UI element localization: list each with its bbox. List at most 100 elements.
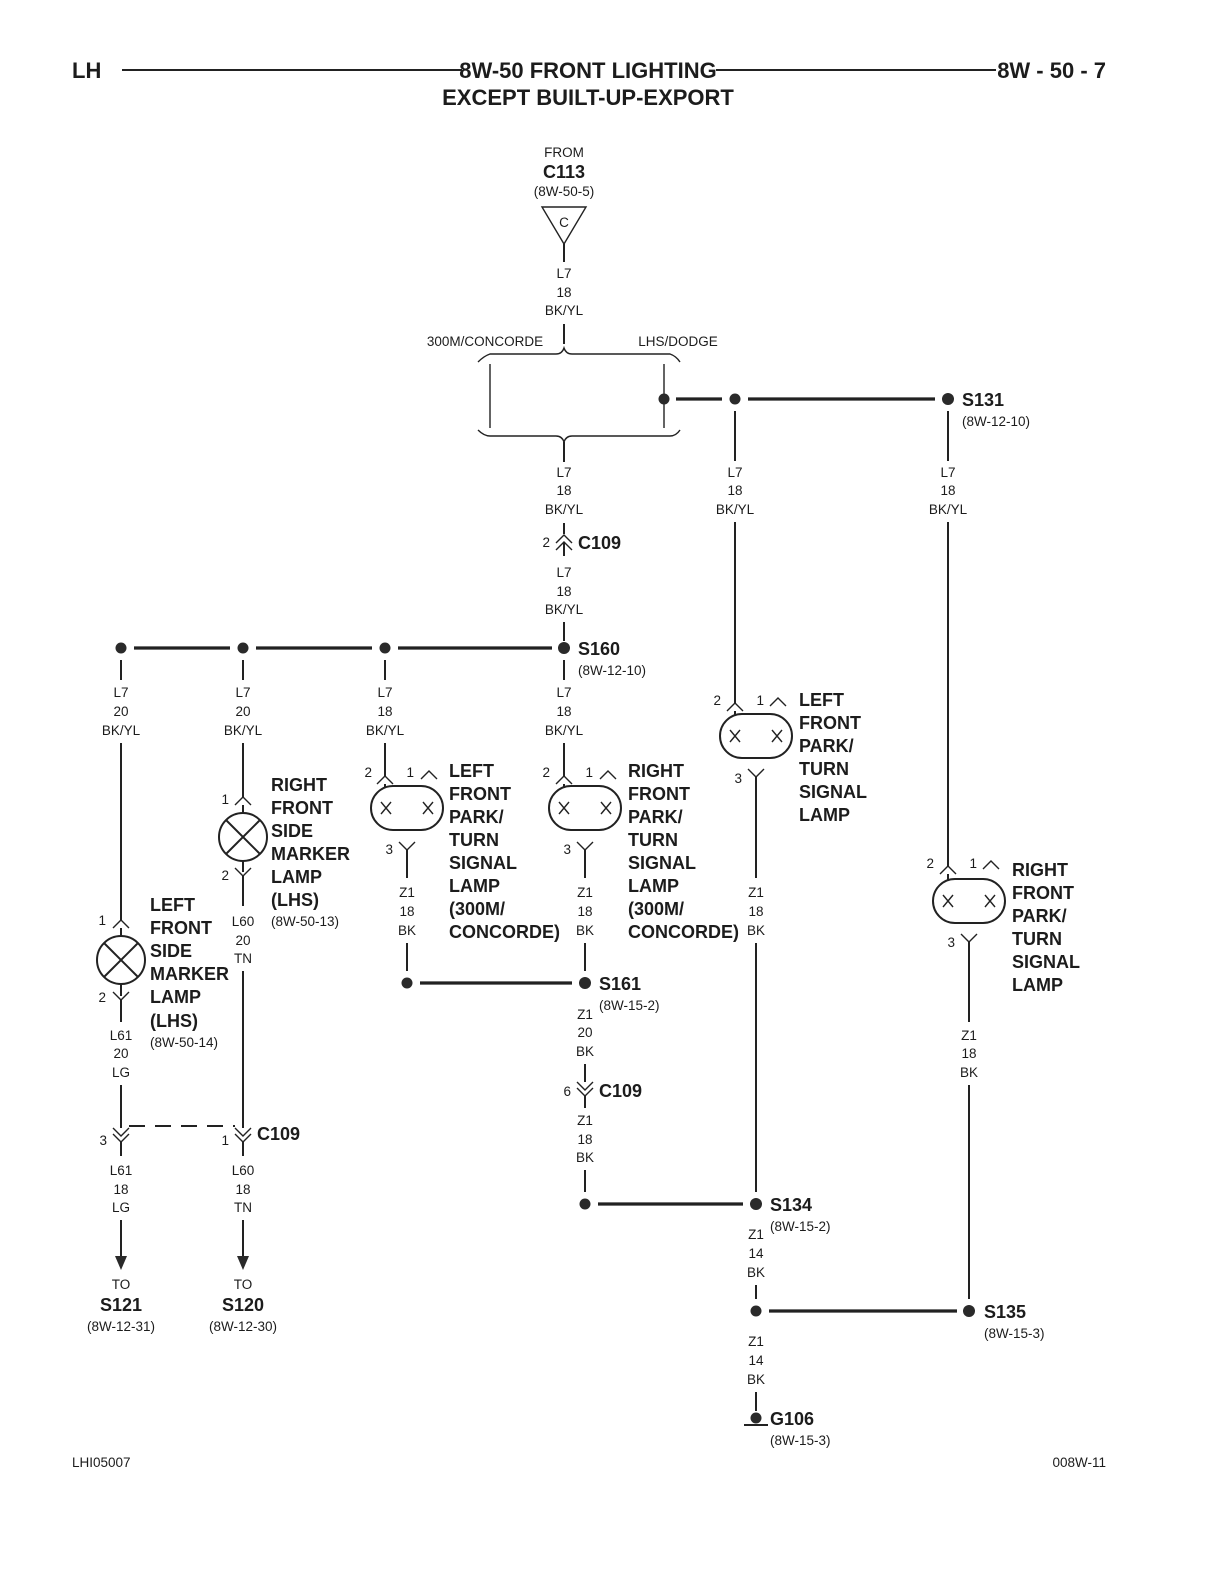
svg-text:LAMP: LAMP xyxy=(271,867,322,887)
svg-text:18: 18 xyxy=(556,704,571,719)
lpl-pin2: 2 xyxy=(713,693,721,708)
splice-s161-dot xyxy=(579,977,591,989)
svg-text:L7: L7 xyxy=(556,565,571,580)
lsm-pin1-connector xyxy=(112,919,130,929)
svg-text:FRONT: FRONT xyxy=(628,784,690,804)
left-park-lamp-lhs-icon xyxy=(719,713,793,759)
lp300-pin1: 1 xyxy=(406,765,414,780)
svg-text:RIGHT: RIGHT xyxy=(628,761,684,781)
svg-text:C109: C109 xyxy=(578,533,621,553)
splice-s160-name: S160 xyxy=(578,639,620,659)
svg-text:Z1: Z1 xyxy=(577,885,593,900)
wire-label-z1-c: Z1 20 BK xyxy=(576,1007,594,1059)
svg-text:20: 20 xyxy=(577,1025,592,1040)
wire-label-l60-b: L60 18 TN xyxy=(232,1163,255,1215)
rpl-pin3: 3 xyxy=(947,935,955,950)
svg-text:L7: L7 xyxy=(727,465,742,480)
splice-s131-name: S131 xyxy=(962,390,1004,410)
splice-s161-ref: (8W-15-2) xyxy=(599,998,660,1013)
svg-text:LAMP: LAMP xyxy=(449,876,500,896)
ground-g106-name: G106 xyxy=(770,1409,814,1429)
svg-text:Z1: Z1 xyxy=(577,1007,593,1022)
svg-text:Z1: Z1 xyxy=(748,1227,764,1242)
svg-text:14: 14 xyxy=(748,1246,764,1261)
svg-text:20: 20 xyxy=(113,704,128,719)
svg-text:18: 18 xyxy=(556,285,571,300)
rpl-label: RIGHT FRONT PARK/ TURN SIGNAL LAMP xyxy=(1012,860,1080,995)
lpl-pin3-connector xyxy=(747,768,765,778)
rpl-pin1: 1 xyxy=(969,856,977,871)
rpl-pin2: 2 xyxy=(926,856,934,871)
rsm-pin2: 2 xyxy=(221,868,229,883)
rp300-pin2-connector xyxy=(555,775,573,785)
svg-text:L7: L7 xyxy=(556,685,571,700)
splice-s160-ref: (8W-12-10) xyxy=(578,663,646,678)
splice-s131-ref: (8W-12-10) xyxy=(962,414,1030,429)
svg-text:FRONT: FRONT xyxy=(1012,883,1074,903)
right-park-lamp-300m-icon xyxy=(548,785,622,831)
svg-text:L7: L7 xyxy=(113,685,128,700)
svg-text:SIDE: SIDE xyxy=(150,941,192,961)
header-subtitle: EXCEPT BUILT-UP-EXPORT xyxy=(442,85,734,110)
connector-c109-top: 2 C109 xyxy=(542,533,621,556)
splice-s131-dot xyxy=(942,393,954,405)
svg-text:Z1: Z1 xyxy=(748,885,764,900)
wire-label-mid-a: L7 18 BK/YL xyxy=(545,465,584,517)
left-park-lamp-300m-icon xyxy=(370,785,444,831)
arrow-to-s121 xyxy=(115,1256,127,1270)
svg-text:LEFT: LEFT xyxy=(150,895,195,915)
svg-text:Z1: Z1 xyxy=(399,885,415,900)
svg-text:(300M/: (300M/ xyxy=(449,899,505,919)
svg-text:18: 18 xyxy=(748,904,763,919)
svg-text:L7: L7 xyxy=(235,685,250,700)
wire-label-br3: L7 18 BK/YL xyxy=(366,685,405,738)
svg-text:BK/YL: BK/YL xyxy=(545,502,584,517)
svg-text:C109: C109 xyxy=(257,1124,300,1144)
wire-label-br4: L7 18 BK/YL xyxy=(545,685,584,738)
svg-text:BK: BK xyxy=(576,1044,594,1059)
rp300-pin3: 3 xyxy=(563,842,571,857)
lsm-pin1: 1 xyxy=(98,913,106,928)
svg-text:RIGHT: RIGHT xyxy=(271,775,327,795)
svg-text:18: 18 xyxy=(399,904,414,919)
svg-text:BK: BK xyxy=(576,923,594,938)
rp300-pin2: 2 xyxy=(542,765,550,780)
lp300-label: LEFT FRONT PARK/ TURN SIGNAL LAMP (300M/… xyxy=(449,761,560,942)
svg-text:S121: S121 xyxy=(100,1295,142,1315)
svg-text:BK/YL: BK/YL xyxy=(929,502,968,517)
svg-text:SIGNAL: SIGNAL xyxy=(1012,952,1080,972)
svg-text:SIGNAL: SIGNAL xyxy=(628,853,696,873)
option-left: 300M/CONCORDE xyxy=(427,334,543,349)
wire-label-z1-h: Z1 14 BK xyxy=(747,1334,765,1387)
source-from: FROM xyxy=(544,145,584,160)
svg-text:(LHS): (LHS) xyxy=(150,1011,198,1031)
option-brace-top xyxy=(477,345,681,363)
destination-s121: TO S121 (8W-12-31) xyxy=(87,1277,155,1334)
rp300-pin3-connector xyxy=(576,841,594,851)
lpl-pin3: 3 xyxy=(734,771,742,786)
connector-c109-bottom: 3 1 C109 xyxy=(99,1124,300,1148)
svg-text:LG: LG xyxy=(112,1065,130,1080)
svg-text:LAMP: LAMP xyxy=(799,805,850,825)
rsm-pin1: 1 xyxy=(221,792,229,807)
ground-g106-ref: (8W-15-3) xyxy=(770,1433,831,1448)
svg-text:RIGHT: RIGHT xyxy=(1012,860,1068,880)
svg-text:20: 20 xyxy=(235,933,250,948)
branch-dot-3 xyxy=(379,642,391,654)
svg-text:CONCORDE): CONCORDE) xyxy=(449,922,560,942)
lpl-pin2-connector xyxy=(726,702,744,712)
rp300-pin1: 1 xyxy=(585,765,593,780)
option-right: LHS/DODGE xyxy=(638,334,718,349)
arrow-to-s120 xyxy=(237,1256,249,1270)
lp300-pin3: 3 xyxy=(385,842,393,857)
svg-text:TN: TN xyxy=(234,1200,252,1215)
svg-text:6: 6 xyxy=(563,1084,571,1099)
svg-text:SIGNAL: SIGNAL xyxy=(799,782,867,802)
lsm-label: LEFT FRONT SIDE MARKER LAMP (LHS) (8W-50… xyxy=(150,895,229,1050)
svg-text:Z1: Z1 xyxy=(748,1334,764,1349)
header-right: 8W - 50 - 7 xyxy=(997,58,1106,83)
lpl-pin1: 1 xyxy=(756,693,764,708)
splice-s134-name: S134 xyxy=(770,1195,812,1215)
branch-dot-1 xyxy=(115,642,127,654)
svg-text:14: 14 xyxy=(748,1353,764,1368)
